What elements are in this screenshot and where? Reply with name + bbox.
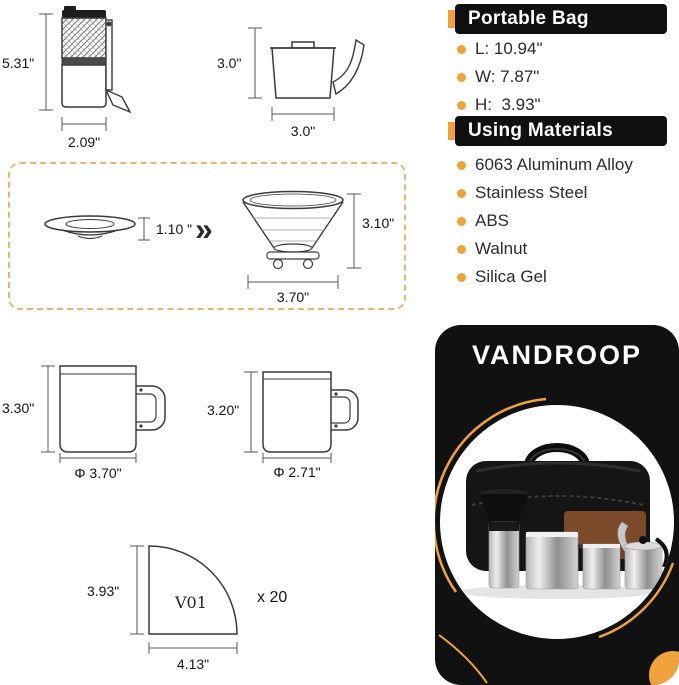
spec-value: H: 3.93" (475, 95, 541, 114)
bullet-icon (457, 44, 466, 54)
kettle-width-dimension: 3.0" (271, 107, 335, 139)
filter-height-dimension: 3.93" (87, 545, 144, 635)
material-item: ABS (457, 211, 633, 231)
material-item: Walnut (457, 239, 633, 259)
accent-mark (448, 122, 458, 140)
filter-code-label: V01 (174, 593, 207, 612)
spec-value: L: 10.94" (475, 39, 543, 58)
large-mug-diameter-dimension: Φ 3.70" (59, 453, 137, 481)
small-mug-diameter-label: Φ 2.71" (273, 464, 320, 480)
bullet-icon (457, 160, 466, 170)
dripper-expanded-drawing (242, 190, 344, 270)
walnut-board (564, 511, 646, 545)
dripper-expanded-height-label: 3.10" (362, 215, 394, 231)
small-mug-diagram: 3.20" Φ 2.71" (207, 371, 359, 480)
photo-small-mug (582, 543, 621, 590)
bullet-icon (457, 100, 466, 110)
large-mug-drawing (59, 365, 166, 453)
orange-arc (435, 397, 547, 593)
materials-title: Using Materials (468, 120, 613, 141)
material-value: Silica Gel (475, 267, 547, 286)
brand-panel: VANDROOP (435, 325, 679, 685)
grinder-height-dimension: 5.31" (2, 13, 53, 111)
accent-mark (448, 10, 458, 28)
grinder-width-label: 2.09" (68, 134, 100, 150)
photo-kettle (617, 521, 669, 590)
small-mug-diameter-dimension: Φ 2.71" (262, 453, 332, 480)
panel-decoration (435, 397, 679, 685)
bullet-icon (457, 72, 466, 82)
dripper-transform-panel: 1.10 " » 3.10" (8, 162, 406, 310)
small-mug-height-dimension: 3.20" (207, 371, 258, 453)
orange-corner-dot (649, 651, 679, 685)
kettle-height-label: 3.0" (217, 55, 241, 71)
material-value: Walnut (475, 239, 528, 258)
orange-arc (598, 562, 675, 639)
portable-bag-specs: L: 10.94" W: 7.87" H: 3.93" (457, 39, 542, 123)
filter-height-label: 3.93" (87, 583, 119, 599)
spec-value: W: 7.87" (475, 67, 540, 86)
product-photo (460, 443, 669, 599)
large-mug-height-dimension: 3.30" (2, 365, 55, 453)
filter-drawing: V01 (148, 545, 238, 635)
portable-bag-title: Portable Bag (468, 8, 589, 29)
large-mug-diagram: 3.30" Φ 3.70" (2, 365, 166, 481)
kettle-drawing (270, 38, 365, 99)
filter-width-dimension: 4.13" (148, 642, 238, 672)
spec-item: H: 3.93" (457, 95, 542, 115)
large-mug-diameter-label: Φ 3.70" (74, 465, 121, 481)
material-item: Stainless Steel (457, 183, 633, 203)
small-mug-drawing (262, 371, 359, 453)
bullet-icon (457, 216, 466, 226)
filter-width-label: 4.13" (177, 656, 209, 672)
dripper-diagram: 1.10 " » 3.10" (44, 190, 394, 305)
brand-name: VANDROOP (471, 340, 642, 370)
portable-bag-header: Portable Bag (455, 4, 667, 34)
filter-quantity-label: x 20 (257, 589, 287, 606)
orange-arc (438, 634, 488, 684)
kettle-height-dimension: 3.0" (217, 27, 262, 99)
spec-item: W: 7.87" (457, 67, 542, 87)
dripper-collapsed-drawing (44, 215, 136, 240)
grinder-drawing (61, 6, 132, 114)
grinder-width-dimension: 2.09" (61, 117, 107, 150)
dripper-collapsed-label: 1.10 " (156, 221, 192, 237)
photo-large-mug (525, 531, 589, 590)
bullet-icon (457, 272, 466, 282)
material-value: 6063 Aluminum Alloy (475, 155, 633, 174)
materials-list: 6063 Aluminum Alloy Stainless Steel ABS … (457, 155, 633, 295)
bullet-icon (457, 188, 466, 198)
kettle-width-label: 3.0" (291, 123, 315, 139)
materials-header: Using Materials (455, 116, 667, 146)
grinder-with-hopper (479, 489, 529, 589)
spec-item: L: 10.94" (457, 39, 542, 59)
material-value: Stainless Steel (475, 183, 588, 202)
dripper-expanded-width-dimension: 3.70" (247, 275, 339, 305)
large-mug-height-label: 3.30" (2, 400, 34, 416)
material-item: Silica Gel (457, 267, 633, 287)
filter-diagram: 3.93" V01 x 20 4.13" (87, 545, 287, 672)
material-value: ABS (475, 211, 510, 230)
product-photo-circle (440, 405, 674, 639)
small-mug-height-label: 3.20" (207, 402, 239, 418)
dripper-expanded-height-dimension: 3.10" (347, 193, 394, 269)
transform-arrow-icon: » (195, 211, 213, 247)
kettle-diagram: 3.0" 3.0" (217, 27, 365, 139)
material-item: 6063 Aluminum Alloy (457, 155, 633, 175)
bullet-icon (457, 244, 466, 254)
dripper-expanded-width-label: 3.70" (277, 289, 309, 305)
dripper-collapsed-dimension: 1.10 " (138, 217, 192, 241)
grinder-diagram: 5.31" 2.09" (2, 6, 132, 150)
grinder-height-label: 5.31" (2, 55, 34, 71)
